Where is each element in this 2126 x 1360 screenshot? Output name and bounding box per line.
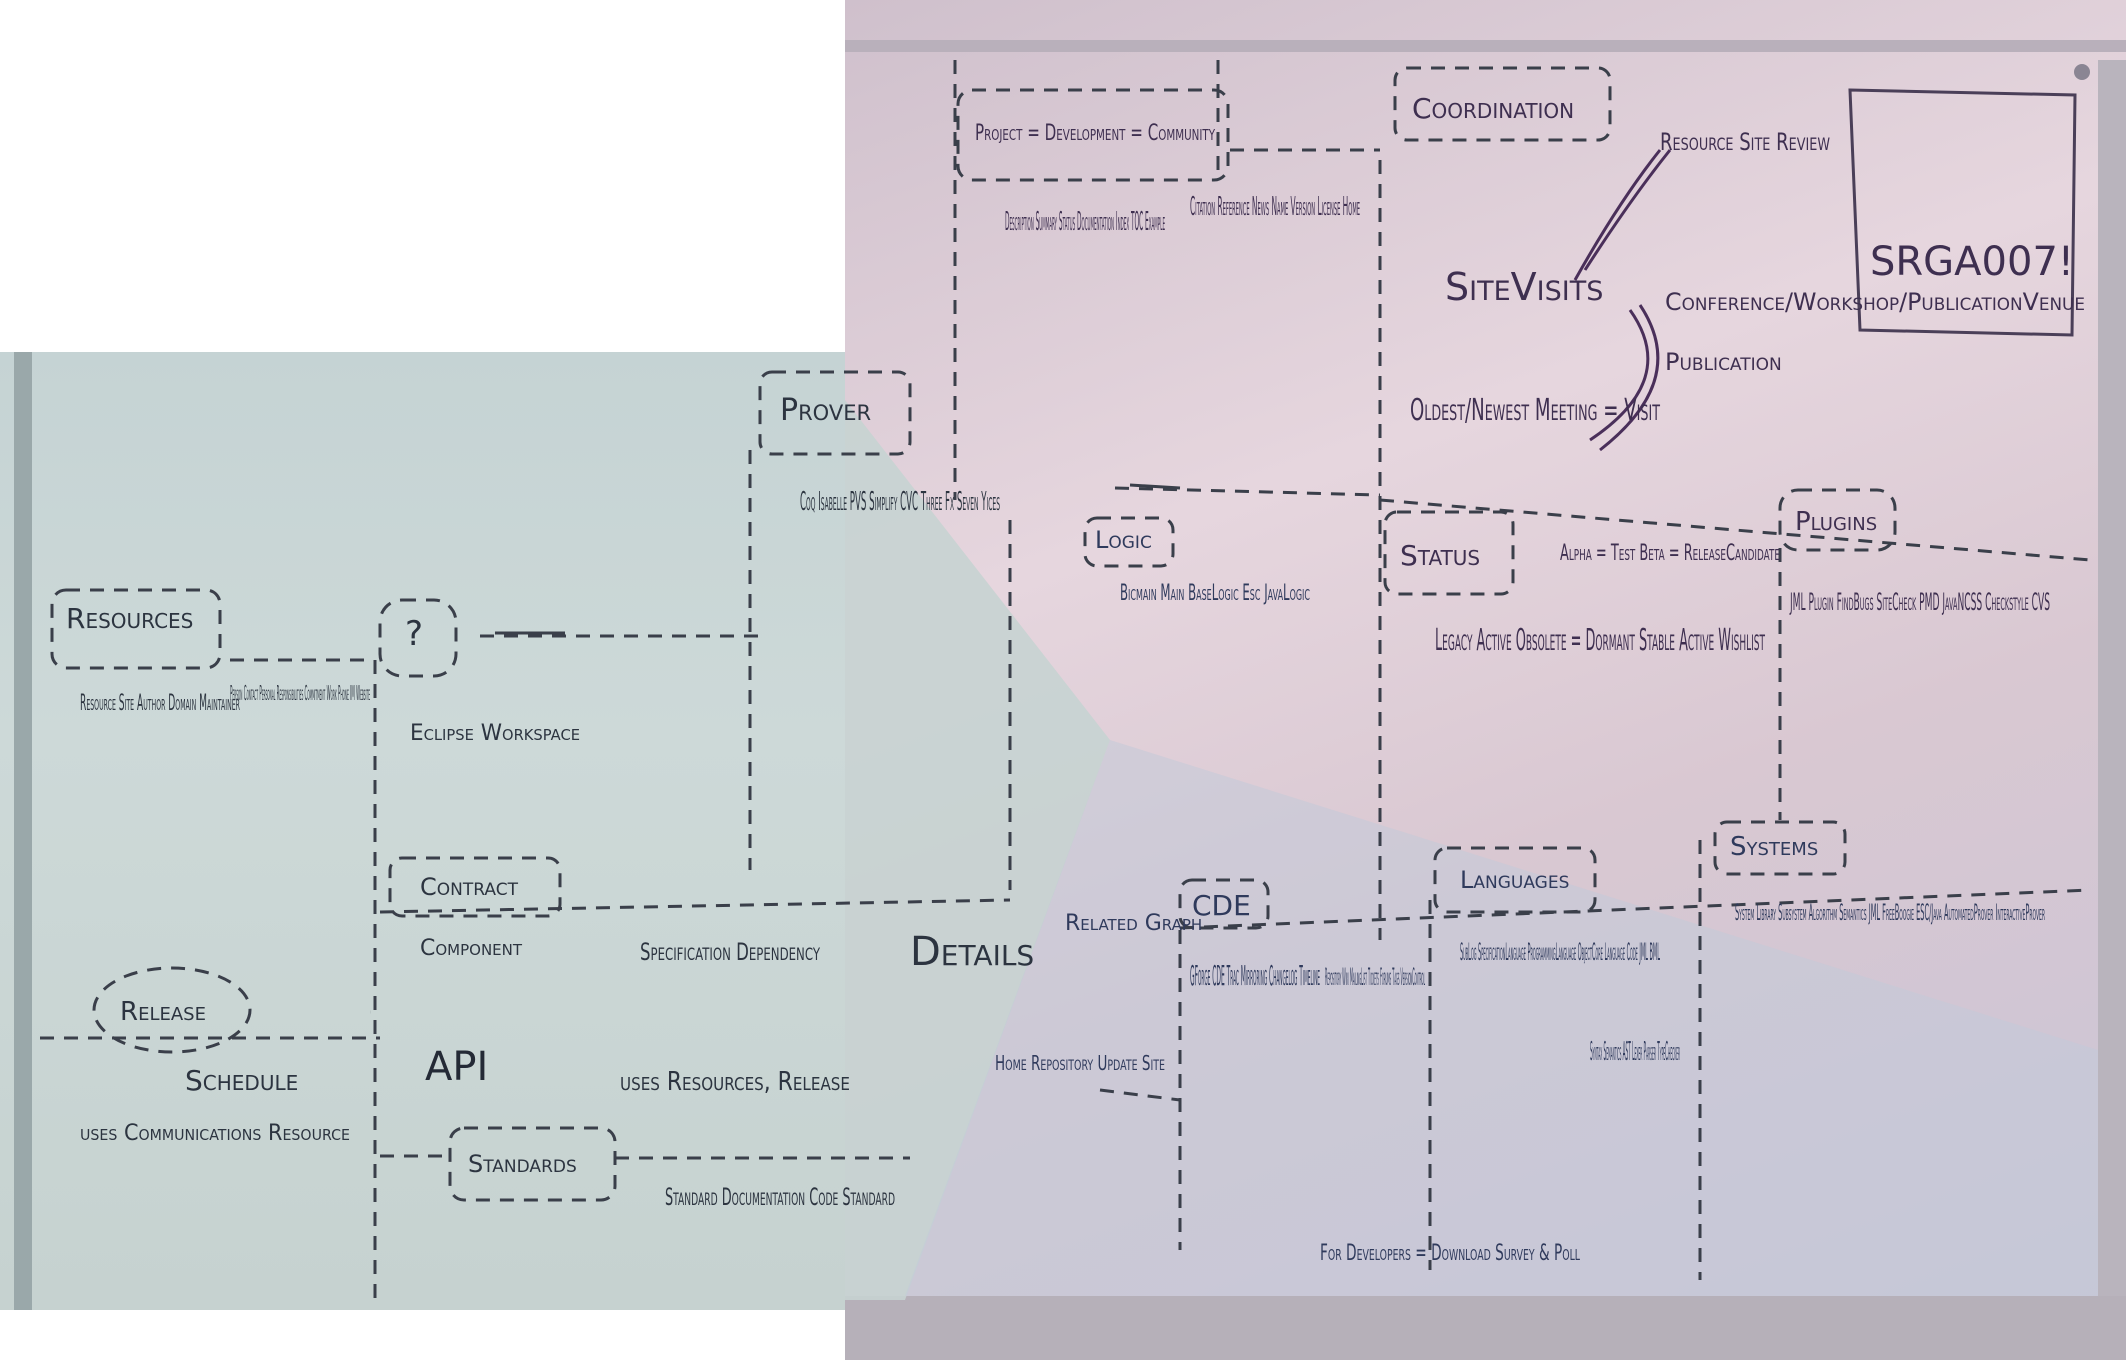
label-systems: Systems <box>1730 832 1818 862</box>
line-h3 <box>379 898 1011 914</box>
box-standards <box>448 1126 617 1202</box>
label-languages: Languages <box>1460 866 1569 894</box>
label-syntax: Syntax Semantics AST Lexer Parser TypeCh… <box>1590 1037 1680 1067</box>
dashed-boxes <box>40 60 2091 1300</box>
line-r-h4 <box>1179 888 2091 930</box>
label-provers: Coq Isabelle PVS Simplify CVC Three Fx S… <box>800 487 1000 517</box>
label-conference: Conference/Workshop/PublicationVenue <box>1665 288 2085 316</box>
label-logic-list: Bicmain Main BaseLogic Esc JavaLogic <box>1120 581 1310 606</box>
box-question <box>378 598 458 678</box>
box-prover <box>758 370 912 456</box>
label-oldest: Oldest/Newest Meeting = Visit <box>1410 393 1660 428</box>
label-proj-list2: Citation Reference News Name Version Lic… <box>1190 192 1360 222</box>
label-resources: Resources <box>66 602 193 635</box>
box-project <box>956 88 1230 182</box>
left-photo <box>0 352 905 1310</box>
label-status: Status <box>1400 539 1480 572</box>
label-schedule: Schedule <box>185 1064 298 1097</box>
label-repo-list: Repository Wiki MailingList Tickets Foru… <box>1325 963 1425 991</box>
overlap-bottom-tint <box>905 740 2098 1296</box>
label-sys-list: System Library Subsystem Algorithm Seman… <box>1735 901 2045 926</box>
label-uses-res: uses Resources, Release <box>620 1067 850 1097</box>
label-component: Component <box>420 936 523 961</box>
label-coordination: Coordination <box>1412 92 1574 125</box>
label-res-list: Resource Site Author Domain Maintainer <box>80 691 240 716</box>
label-prover: Prover <box>780 393 871 428</box>
label-api: API <box>425 1044 488 1090</box>
label-srga: SRGA007! <box>1870 239 2074 285</box>
label-std-list: Standard Documentation Code Standard <box>665 1183 895 1211</box>
label-contract: Contract <box>420 873 519 901</box>
label-cde-list: GForge CDE Trac Mirroring Changelog Time… <box>1190 959 1320 992</box>
label-jml-plugin: JML Plugin FindBugs SiteCheck PMD JavaNC… <box>1789 588 2050 616</box>
box-coordination <box>1393 66 1612 142</box>
label-publication: Publication <box>1665 348 1782 376</box>
line-r-h2 <box>1114 486 1381 497</box>
label-lang-list: SubLog SpecificationLanguage Programming… <box>1460 938 1660 966</box>
label-cde: CDE <box>1192 889 1251 922</box>
line-r-h5 <box>1099 1088 1181 1102</box>
box-status <box>1383 510 1515 596</box>
label-release: Release <box>120 997 206 1027</box>
box-languages <box>1433 846 1597 914</box>
label-resource-site-review: Resource Site Review <box>1660 128 1830 156</box>
label-person: Person Contact Personal Responsibilities… <box>230 681 370 705</box>
whiteboard-frame-bottom <box>845 1296 2126 1360</box>
label-project: Project = Development = Community <box>975 121 1216 146</box>
label-related: Related Graph <box>1065 911 1202 936</box>
box-release <box>92 966 252 1054</box>
corner-magnet <box>2074 64 2090 80</box>
label-alpha: Alpha = Test Beta = ReleaseCandidate <box>1560 541 1780 566</box>
box-plugins <box>1778 488 1897 552</box>
label-home: Home Repository Update Site <box>995 1051 1165 1075</box>
box-contract <box>388 856 562 918</box>
label-details: Details <box>910 929 1034 975</box>
label-legacy: Legacy Active Obsolete = Dormant Stable … <box>1435 623 1765 658</box>
whiteboard-frame-left <box>14 352 32 1310</box>
box-logic <box>1083 516 1175 568</box>
label-fordev: For Developers = Download Survey & Poll <box>1320 1241 1580 1266</box>
whiteboard-frame-right <box>2098 60 2126 1310</box>
overlap-left-tint <box>845 400 1110 1300</box>
label-proj-list: Description Summary Status Documentation… <box>1005 207 1165 237</box>
box-systems <box>1713 820 1847 876</box>
box-cde <box>1178 878 1270 930</box>
box-resources <box>50 588 222 670</box>
label-eclipse: Eclipse Workspace <box>410 721 580 746</box>
label-standards: Standards <box>468 1150 577 1178</box>
solid-lines <box>495 88 2077 635</box>
whiteboard-frame-top <box>845 40 2126 52</box>
label-plugins: Plugins <box>1795 507 1877 537</box>
handwriting: Resources Resource Site Author Domain Ma… <box>66 92 2085 1266</box>
label-sitevisits: SiteVisits <box>1445 265 1603 309</box>
label-question: ? <box>405 614 423 654</box>
label-spec-dep: Specification Dependency <box>640 938 820 966</box>
label-logic: Logic <box>1095 526 1152 554</box>
label-uses-comm: uses Communications Resource <box>80 1121 350 1146</box>
